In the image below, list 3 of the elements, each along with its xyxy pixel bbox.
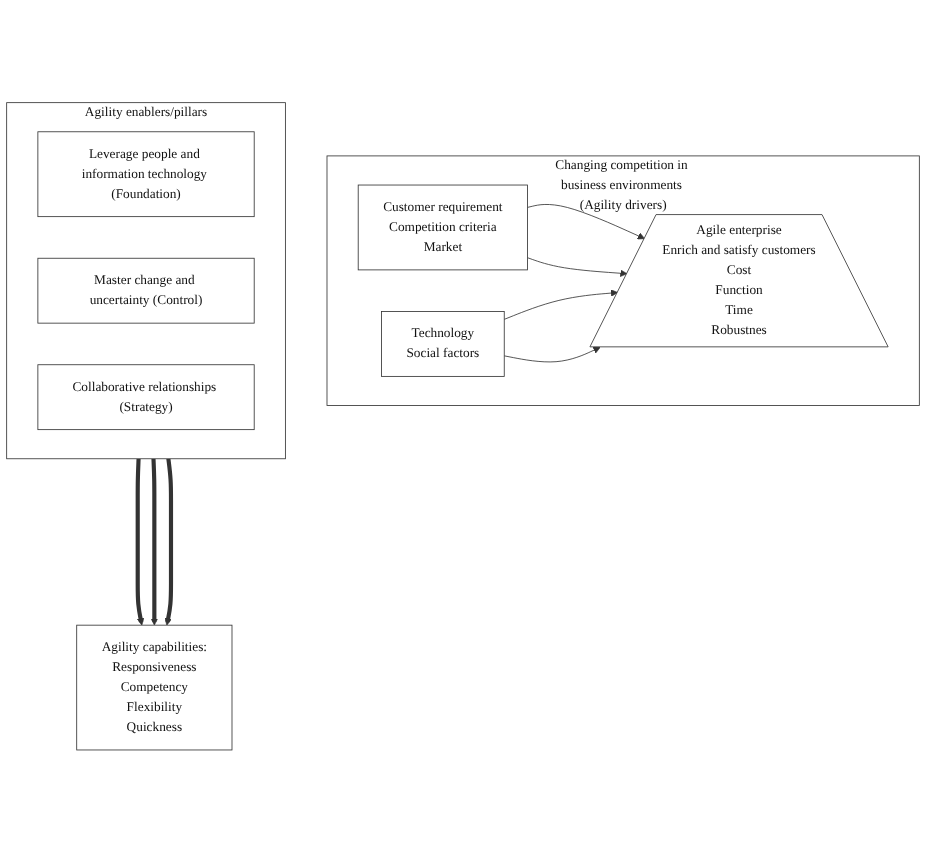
- arrow: [150, 458, 158, 626]
- arrow: [164, 458, 174, 626]
- arrow: [135, 458, 145, 626]
